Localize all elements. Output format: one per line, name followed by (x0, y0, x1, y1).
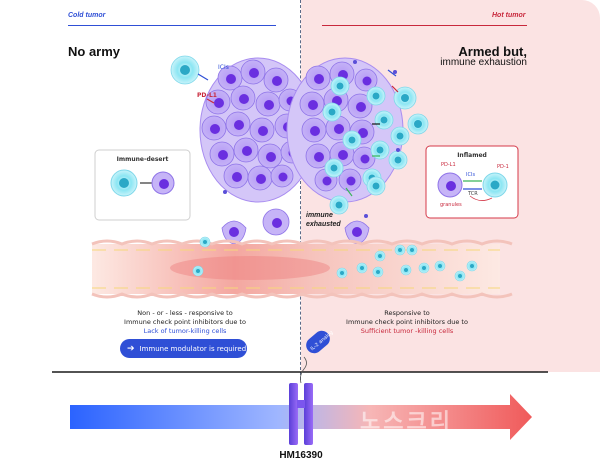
left-footnote-2: Immune check point inhibitors due to (124, 318, 246, 326)
left-footnote-3: Lack of tumor-killing cells (143, 327, 227, 335)
arrow-right-icon: ➔ (127, 343, 135, 354)
inset-tcr-label: TCR (468, 191, 478, 197)
immune-modulator-button[interactable]: ➔ Immune modulator is required (120, 339, 247, 358)
hot-tumor-tag: Hot tumor (492, 12, 526, 19)
right-footnote-2: Immune check point inhibitors due to (346, 318, 468, 326)
inset-inflamed-cells (437, 172, 508, 201)
escaping-tumor-cells (221, 208, 370, 252)
panel-divider (300, 0, 301, 380)
inset-pdl1-label: PD-L1 (441, 162, 456, 168)
hm16390-molecule (289, 330, 330, 445)
immune-desert-title: Immune-desert (116, 156, 169, 163)
immune-exhausted-label-1: immune (306, 212, 333, 219)
icis-label: ICIs (218, 64, 229, 71)
inset-pd1-label: PD-1 (497, 164, 509, 170)
immune-exhausted-label-2: exhausted (306, 221, 341, 228)
drug-label: HM16390 (279, 450, 323, 461)
right-title-line1: Armed but, (458, 44, 527, 59)
immune-desert-inset (94, 149, 191, 221)
inset-icis-label: ICIs (466, 172, 476, 178)
arrow-watermark-text: 노스크리 (360, 410, 453, 435)
progress-arrow (70, 394, 532, 440)
antibody-markers (197, 69, 399, 197)
tumor-mass-cold (199, 57, 317, 203)
cold-tumor-underline (68, 25, 276, 26)
inset-desert-cells (110, 169, 175, 197)
external-t-cells (170, 55, 429, 215)
inflamed-title: Inflamed (457, 152, 487, 159)
left-title: No army (68, 44, 121, 59)
right-footnote-1: Responsive to (384, 309, 430, 317)
hot-tumor-underline (322, 25, 527, 26)
blood-vessel (91, 236, 513, 299)
pdl1-label: PD-L1 (197, 92, 217, 99)
left-footnote-1: Non - or - less - responsive to (137, 309, 233, 317)
tumor-mass-hot (286, 57, 404, 203)
immune-modulator-label: Immune modulator is required (139, 344, 247, 353)
inflamed-inset (425, 145, 519, 219)
right-footnote-3: Sufficient tumor -killing cells (360, 327, 454, 335)
immune-modulator-button-bg (120, 339, 247, 358)
right-title-line2: immune exhaustion (440, 57, 527, 68)
inset-granules-label: granules (440, 202, 462, 208)
cold-tumor-tag: Cold tumor (68, 12, 106, 19)
